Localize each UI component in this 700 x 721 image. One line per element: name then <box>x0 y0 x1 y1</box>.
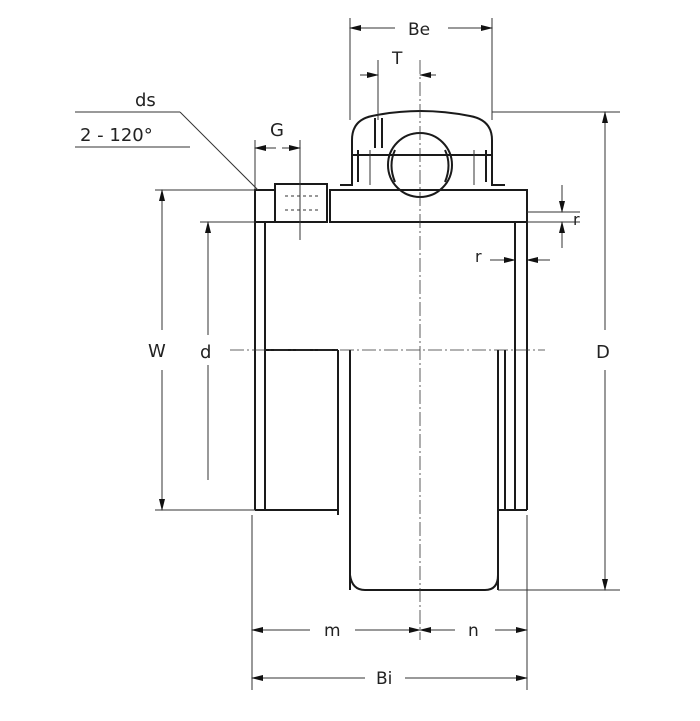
cage <box>390 149 450 183</box>
label-r-top: r <box>573 210 580 229</box>
set-screw <box>274 183 328 223</box>
label-be: Be <box>408 20 430 40</box>
outer-ring <box>340 110 505 186</box>
label-n: n <box>468 621 479 641</box>
label-d: d <box>200 342 211 363</box>
inner-ring <box>254 183 528 591</box>
label-r-side: r <box>475 247 482 266</box>
label-t: T <box>391 49 403 69</box>
label-g: G <box>270 120 284 141</box>
label-bi: Bi <box>376 669 392 689</box>
label-D: D <box>596 342 610 363</box>
label-ds: ds <box>135 90 156 111</box>
dimensions <box>75 18 620 690</box>
label-ds-spec: 2 - 120° <box>80 125 153 146</box>
label-w: W <box>148 341 166 362</box>
label-m: m <box>324 621 341 641</box>
